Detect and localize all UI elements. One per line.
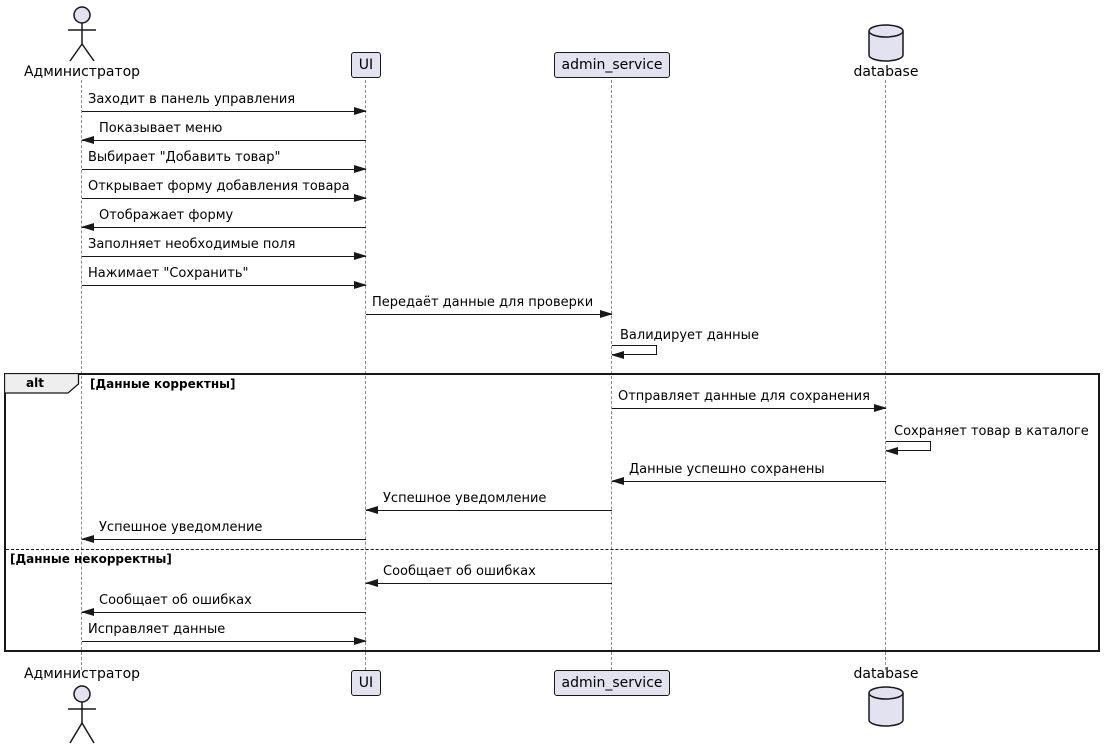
message: Заходит в панель управления <box>82 90 367 115</box>
alt-condition-error: [Данные некорректны] <box>10 552 172 566</box>
arrow-right-icon <box>366 310 613 318</box>
participant-label-database-top: database <box>853 64 919 80</box>
participant-box-ui-bottom: UI <box>351 670 381 696</box>
alt-condition-success: [Данные корректны] <box>90 377 236 391</box>
lifeline-service <box>611 80 612 670</box>
message: Отправляет данные для сохранения <box>612 387 887 412</box>
lifeline-admin <box>81 80 82 670</box>
participant-box-service-top: admin_service <box>554 52 670 78</box>
message: Открывает форму добавления товара <box>82 177 367 202</box>
arrow-left-icon <box>81 136 366 144</box>
message-label: Отправляет данные для сохранения <box>618 389 870 404</box>
message: Сообщает об ошибках <box>365 562 612 587</box>
message: Исправляет данные <box>82 620 367 645</box>
alt-operator-pentagon: alt <box>4 373 80 394</box>
message: Заполняет необходимые поля <box>82 235 367 260</box>
message: Передаёт данные для проверки <box>366 293 613 318</box>
arrow-left-icon <box>81 608 366 616</box>
message-label: Данные успешно сохранены <box>629 462 825 477</box>
arrow-left-icon <box>81 223 366 231</box>
message-label: Валидирует данные <box>620 328 759 343</box>
self-message: Сохраняет товар в каталоге <box>885 424 1089 455</box>
message-label: Сохраняет товар в каталоге <box>894 424 1089 439</box>
message-label: Сообщает об ошибках <box>99 593 252 608</box>
message: Нажимает "Сохранить" <box>82 264 367 289</box>
message-label: Выбирает "Добавить товар" <box>88 150 281 165</box>
alt-frame: alt [Данные корректны] [Данные некоррект… <box>4 373 1100 652</box>
message: Успешное уведомление <box>365 489 612 514</box>
self-arrow-icon <box>885 441 931 455</box>
alt-operator-label: alt <box>26 375 44 390</box>
participant-label-database-bottom: database <box>853 666 919 682</box>
message-label: Сообщает об ошибках <box>383 564 536 579</box>
message: Выбирает "Добавить товар" <box>82 148 367 173</box>
lifeline-ui <box>365 80 366 670</box>
message-label: Успешное уведомление <box>99 520 263 535</box>
arrow-right-icon <box>82 637 367 645</box>
database-icon-bottom <box>866 684 906 728</box>
message-label: Исправляет данные <box>88 622 226 637</box>
participant-box-ui-top: UI <box>351 52 381 78</box>
database-icon-top <box>866 23 906 63</box>
actor-icon-bottom <box>62 683 102 748</box>
message-label: Отображает форму <box>99 208 234 223</box>
arrow-right-icon <box>82 165 367 173</box>
message-label: Показывает меню <box>99 121 223 136</box>
message-label: Заполняет необходимые поля <box>88 237 296 252</box>
arrow-right-icon <box>82 281 367 289</box>
arrow-left-icon <box>81 535 366 543</box>
message-label: Открывает форму добавления товара <box>88 179 350 194</box>
arrow-right-icon <box>82 194 367 202</box>
self-arrow-icon <box>611 345 657 359</box>
lifeline-database <box>885 80 886 670</box>
message-label: Успешное уведомление <box>383 491 547 506</box>
arrow-right-icon <box>82 252 367 260</box>
arrow-left-icon <box>365 506 612 514</box>
arrow-right-icon <box>82 107 367 115</box>
alt-else-divider <box>6 549 1098 550</box>
arrow-right-icon <box>612 404 887 412</box>
message: Показывает меню <box>81 119 366 144</box>
message: Отображает форму <box>81 206 366 231</box>
participant-box-service-bottom: admin_service <box>554 670 670 696</box>
message: Сообщает об ошибках <box>81 591 366 616</box>
message-label: Нажимает "Сохранить" <box>88 266 249 281</box>
arrow-left-icon <box>611 477 886 485</box>
participant-label-admin-bottom: Администратор <box>23 666 141 682</box>
self-message: Валидирует данные <box>611 328 759 359</box>
message-label: Заходит в панель управления <box>88 92 296 107</box>
message: Успешное уведомление <box>81 518 366 543</box>
arrow-left-icon <box>365 579 612 587</box>
participant-label-admin-top: Администратор <box>23 64 141 80</box>
actor-icon <box>62 4 102 64</box>
message: Данные успешно сохранены <box>611 460 886 485</box>
message-label: Передаёт данные для проверки <box>372 295 594 310</box>
